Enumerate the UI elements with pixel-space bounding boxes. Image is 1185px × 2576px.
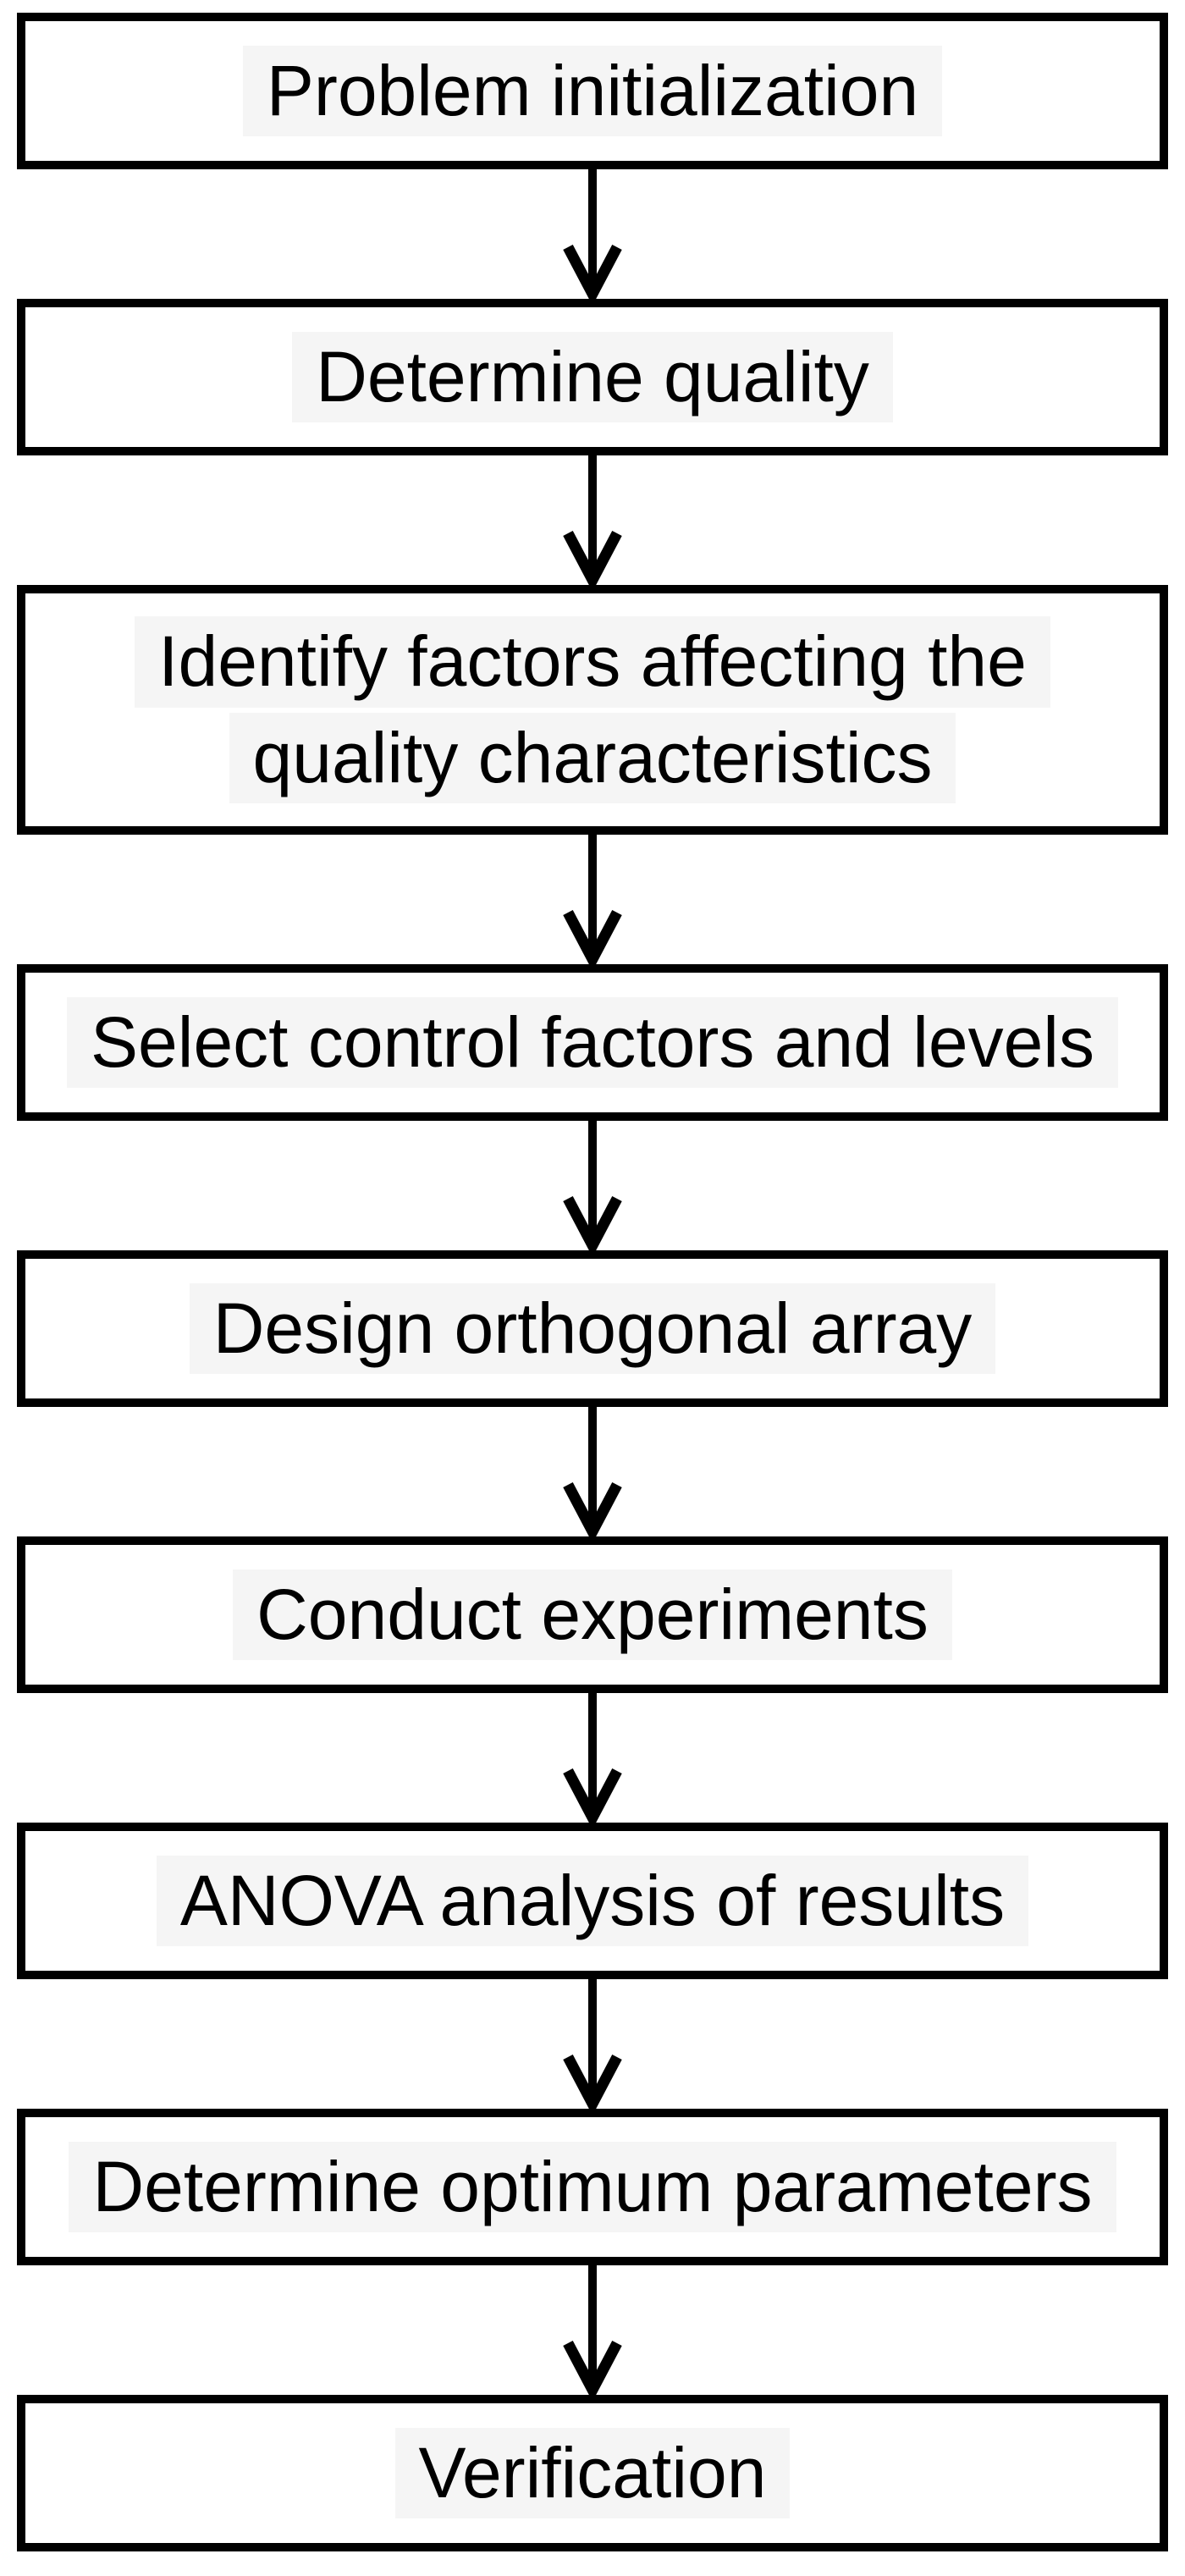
flow-step-identify-factors: Identify factors affecting the quality c…: [17, 585, 1168, 835]
arrow-down-icon: [554, 835, 631, 964]
flow-step-label: Determine optimum parameters: [69, 2141, 1116, 2233]
flow-step-label: Problem initialization: [242, 45, 943, 137]
flow-step-determine-optimum-parameters: Determine optimum parameters: [17, 2109, 1168, 2265]
flow-step-problem-initialization: Problem initialization: [17, 13, 1168, 169]
flow-step-conduct-experiments: Conduct experiments: [17, 1536, 1168, 1693]
arrow-down-icon: [554, 1693, 631, 1823]
arrow-down-icon: [554, 2265, 631, 2395]
flow-step-anova-analysis: ANOVA analysis of results: [17, 1823, 1168, 1979]
arrow-down-icon: [554, 169, 631, 299]
arrow-down-icon: [554, 1121, 631, 1250]
flow-step-label: Select control factors and levels: [67, 996, 1118, 1089]
arrow-down-icon: [554, 1979, 631, 2109]
arrow-down-icon: [554, 455, 631, 585]
flow-step-label-line1: Identify factors affecting the: [135, 616, 1050, 708]
flow-step-determine-quality: Determine quality: [17, 299, 1168, 455]
flow-step-select-control-factors: Select control factors and levels: [17, 964, 1168, 1121]
flow-step-verification: Verification: [17, 2395, 1168, 2551]
flow-step-label-line2: quality characteristics: [229, 712, 956, 803]
flow-step-label: Conduct experiments: [233, 1569, 952, 1661]
flow-step-label: Design orthogonal array: [189, 1282, 996, 1375]
flow-step-label: Determine quality: [292, 331, 893, 423]
flow-step-label: Verification: [394, 2427, 791, 2519]
flow-step-design-orthogonal-array: Design orthogonal array: [17, 1250, 1168, 1407]
flow-step-label: ANOVA analysis of results: [156, 1855, 1029, 1947]
arrow-down-icon: [554, 1407, 631, 1536]
